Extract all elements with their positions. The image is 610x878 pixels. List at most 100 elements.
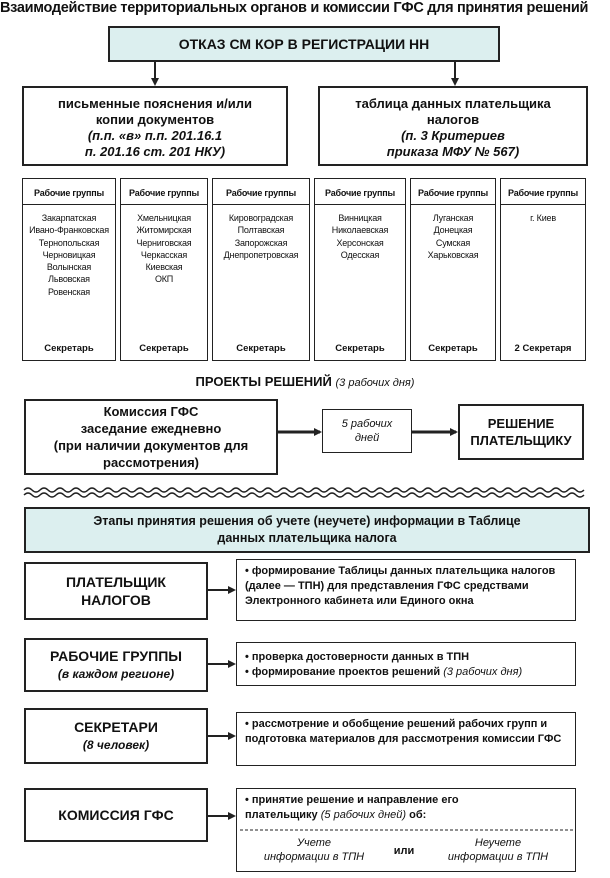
option-or: или: [393, 845, 415, 857]
region-list: г. Киев: [530, 212, 556, 224]
desc-text: • формирование Таблицы данных плательщик…: [245, 565, 556, 607]
secretary-label: Секретарь: [335, 343, 385, 354]
desc-text-b-end: об:: [409, 809, 427, 821]
secretary-label: Секретарь: [236, 343, 286, 354]
source-box-table: таблица данных плательщика налогов (п. 3…: [318, 86, 588, 166]
source-table-ref2: приказа МФУ № 567): [386, 144, 520, 159]
option-line1: Учете: [297, 837, 331, 849]
stage-desc-taxpayer: • формирование Таблицы данных плательщик…: [236, 559, 576, 621]
source-table-line2: налогов: [426, 112, 480, 127]
stage-role-secretaries: СЕКРЕТАРИ (8 человек): [24, 708, 208, 764]
source-box-documents: письменные пояснения и/или копии докумен…: [22, 86, 288, 166]
stages-title: Этапы принятия решения об учете (неучете…: [24, 507, 590, 553]
region: Волынская: [46, 262, 92, 273]
desc-text-b: плательщику: [245, 809, 318, 821]
days-line1: 5 рабочих: [341, 418, 393, 430]
region: Днепропетровская: [223, 249, 299, 260]
desc-text-2: • формирование проектов решений: [245, 666, 441, 678]
region: Луганская: [432, 213, 474, 223]
projects-note: (3 рабочих дня): [335, 377, 415, 389]
option-line2: информации в ТПН: [447, 851, 549, 863]
commission-condition-cont: рассмотрения): [103, 455, 199, 470]
source-documents-ref1: (п.п. «в» п.п. 201.16.1: [87, 128, 223, 143]
refusal-box: ОТКАЗ СМ КОР В РЕГИСТРАЦИИ НН: [108, 26, 500, 62]
region: Закарпатская: [41, 213, 97, 223]
working-group-title: Рабочие группы: [508, 188, 578, 198]
source-table-ref1: (п. 3 Критериев: [401, 128, 505, 143]
region: Ровенская: [48, 286, 90, 297]
region-list: Закарпатская Ивано-Франковская Тернополь…: [29, 212, 109, 298]
region-list: Хмельницкая Житомирская Черниговская Чер…: [137, 212, 192, 286]
region: Черновицкая: [42, 249, 96, 260]
decision-line1: РЕШЕНИЕ: [487, 416, 555, 431]
working-group-title: Рабочие группы: [129, 188, 199, 198]
source-documents-ref2: п. 201.16 ст. 201 НКУ): [84, 144, 226, 159]
option-not-accounted: Неучете информации в ТПН: [424, 836, 572, 864]
stage-desc-commission: • принятие решение и направление его пла…: [236, 788, 576, 872]
working-group-2: Рабочие группы Хмельницкая Житомирская Ч…: [120, 178, 208, 361]
commission-schedule: заседание ежедневно: [80, 421, 222, 436]
divider: [213, 204, 309, 205]
stage-desc-secretaries: • рассмотрение и обобщение решений рабоч…: [236, 712, 576, 766]
stages-title-line1: Этапы принятия решения об учете (неучете…: [93, 514, 521, 528]
desc-text: • рассмотрение и обобщение решений рабоч…: [245, 718, 562, 745]
region: Запорожская: [234, 237, 288, 248]
divider: [121, 204, 207, 205]
region: Черкасская: [140, 249, 188, 260]
region: Николаевская: [331, 225, 389, 236]
region: Кировоградская: [228, 213, 294, 223]
region: Тернопольская: [38, 237, 100, 248]
region: Харьковская: [427, 249, 479, 260]
working-group-3: Рабочие группы Кировоградская Полтавская…: [212, 178, 310, 361]
region: Хмельницкая: [137, 213, 191, 223]
page-title: Взаимодействие территориальных органов и…: [0, 0, 589, 16]
role-line1: СЕКРЕТАРИ: [74, 719, 158, 735]
working-group-title: Рабочие группы: [226, 188, 296, 198]
desc-text-b-note: (5 рабочих дней): [320, 809, 407, 821]
commission-title: Комиссия ГФС: [103, 404, 199, 419]
region: Житомирская: [136, 225, 192, 236]
option-line2: информации в ТПН: [263, 851, 365, 863]
region: Киевская: [145, 262, 183, 273]
divider: [501, 204, 585, 205]
working-group-title: Рабочие группы: [325, 188, 395, 198]
region: Сумская: [435, 237, 471, 248]
stages-title-line2: данных плательщика налога: [217, 531, 397, 545]
commission-box: Комиссия ГФС заседание ежедневно (при на…: [24, 399, 278, 475]
region: Полтавская: [237, 225, 285, 236]
option-line1: Неучете: [474, 837, 522, 849]
stage-role-commission: КОМИССИЯ ГФС: [24, 788, 208, 842]
days-line2: дней: [354, 432, 380, 444]
source-documents-line2: копии документов: [95, 112, 215, 127]
source-table-line1: таблица данных плательщика: [355, 96, 551, 111]
region-list: Кировоградская Полтавская Запорожская Дн…: [224, 212, 299, 261]
desc-text-2-note: (3 рабочих дня): [443, 666, 523, 678]
desc-text-2-wrap: • формирование проектов решений (3 рабоч…: [245, 665, 567, 680]
days-box: 5 рабочих дней: [322, 409, 412, 453]
role-line1: РАБОЧИЕ ГРУППЫ: [50, 648, 182, 664]
source-documents-line1: письменные пояснения и/или: [58, 96, 252, 111]
option-accounted: Учете информации в ТПН: [244, 836, 384, 864]
desc-text-b-wrap: плательщику (5 рабочих дней) об:: [245, 808, 567, 823]
region: Львовская: [48, 274, 90, 285]
region: Черниговская: [136, 237, 192, 248]
role-line1: ПЛАТЕЛЬЩИК: [66, 574, 166, 590]
role-line2: (в каждом регионе): [57, 667, 175, 681]
projects-label: ПРОЕКТЫ РЕШЕНИЙ: [195, 374, 332, 389]
working-group-title: Рабочие группы: [34, 188, 104, 198]
region: Одесская: [340, 249, 380, 260]
role-line2: (8 человек): [82, 738, 150, 752]
stage-role-taxpayer: ПЛАТЕЛЬЩИК НАЛОГОВ: [24, 562, 208, 620]
secretary-label: Секретарь: [139, 343, 189, 354]
region: г. Киев: [530, 213, 556, 223]
desc-text-a: • принятие решение и направление его: [245, 794, 459, 806]
decision-line2: ПЛАТЕЛЬЩИКУ: [470, 433, 572, 448]
secretary-label: 2 Секретаря: [514, 343, 572, 354]
working-group-5: Рабочие группы Луганская Донецкая Сумска…: [410, 178, 496, 361]
stage-role-working-groups: РАБОЧИЕ ГРУППЫ (в каждом регионе): [24, 638, 208, 692]
secretary-label: Секретарь: [44, 343, 94, 354]
working-group-title: Рабочие группы: [418, 188, 488, 198]
region: Ивано-Франковская: [29, 225, 109, 236]
working-group-4: Рабочие группы Винницкая Николаевская Хе…: [314, 178, 406, 361]
role-line1: КОМИССИЯ ГФС: [58, 807, 174, 823]
